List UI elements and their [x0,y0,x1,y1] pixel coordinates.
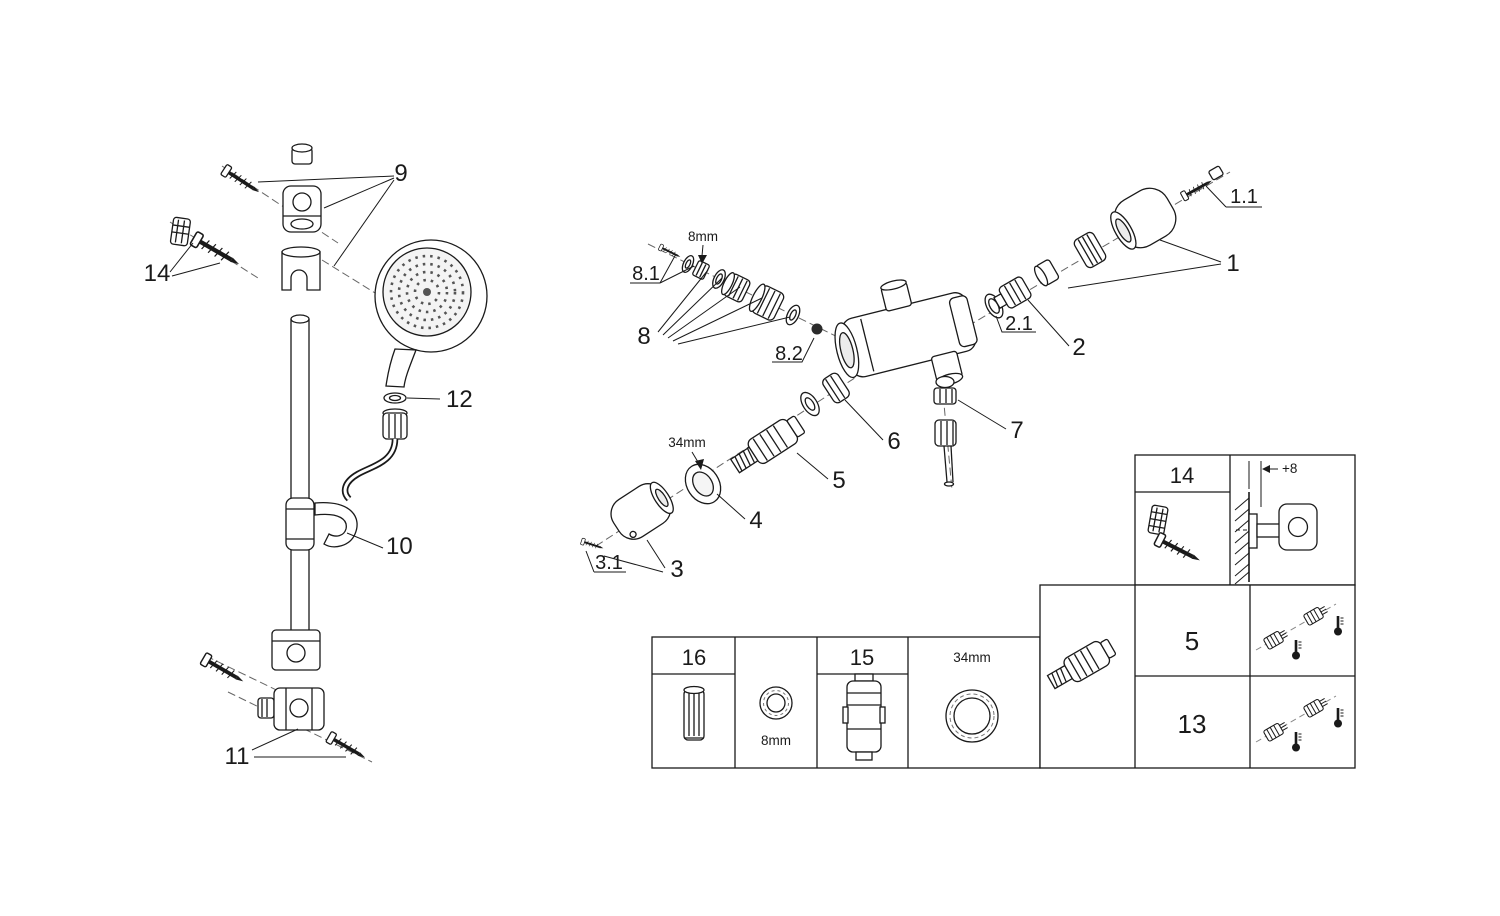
label-8-2: 8.2 [775,343,803,365]
box5-number: 5 [1185,626,1199,656]
detail-box-14: 14 [1134,454,1356,586]
rail-bracket-clamp [281,246,321,291]
bracket-mounted [1236,503,1318,551]
box14-offset: +8 [1282,461,1297,476]
label-1: 1 [1226,250,1239,277]
screw-icon [218,162,265,199]
label-2: 2 [1072,334,1085,361]
dowel-icon [683,685,705,741]
leader-lines-left [169,175,441,758]
rail-bracket-top [282,185,322,233]
detail-box-5-13: 5 13 [1039,584,1356,769]
label-34mm: 34mm [668,435,706,450]
screw-icon [323,729,370,765]
screw-cap-1-1 [1208,165,1224,181]
check-ball [811,323,823,335]
glide-holder [285,497,358,551]
label-3: 3 [670,556,683,583]
label-5: 5 [832,467,845,494]
hose-nipple [934,419,957,487]
box13-number: 13 [1178,709,1207,739]
cartridge-icon [842,673,886,761]
label-4: 4 [749,507,762,534]
screw-icon [190,231,243,270]
label-14: 14 [144,260,171,287]
offset-dimension [1248,461,1278,507]
union-ring-a [800,391,820,417]
axis-line [205,655,323,713]
knurled-nut-large [748,283,785,321]
axis-line [647,243,853,345]
wall-clamp-bottom [257,687,325,731]
nut-8mm-icon [759,686,793,720]
label-10: 10 [386,533,413,560]
leader-lines-right [585,185,1262,573]
cone-screw-3-1 [579,537,606,553]
label-2-1: 2.1 [1005,313,1033,335]
box16-size: 8mm [761,733,791,748]
box14-number: 14 [1170,463,1194,488]
label-8-1: 8.1 [632,263,660,285]
hose-nut [382,408,408,440]
nut-8mm [692,260,710,280]
washer-large [785,304,801,326]
axis-line [227,691,373,763]
thermostat-assembly: 8mm 8.1 8 8.2 1.1 1 2.1 2 6 7 5 34mm 4 3… [579,165,1262,583]
wall-plug-icon [169,216,191,247]
union-connector-icon [1046,638,1117,690]
hose-washer [383,392,407,404]
label-12: 12 [446,386,473,413]
label-8mm: 8mm [688,229,718,244]
knurled-nut-small [720,272,751,303]
knurled-ring [1073,231,1107,269]
chrome-ring-4 [684,463,722,505]
escutcheon-cover [1110,187,1177,250]
box15-number: 15 [850,645,874,670]
union-connector-5 [729,415,806,474]
screw-icon [198,650,249,689]
spacer-ring [1033,259,1060,287]
outlet-nut-7 [933,375,957,405]
label-6: 6 [887,428,900,455]
box16-number: 16 [682,645,706,670]
rail-bottom-bracket [271,629,321,671]
thermostat-body [834,279,978,386]
label-3-1: 3.1 [595,552,623,574]
axis-line [321,259,381,297]
rail-end-cap [291,143,313,165]
rail-assembly: 9 14 12 10 11 [144,143,488,770]
hand-shower [374,239,488,388]
shower-hose [341,438,399,502]
box15-size: 34mm [953,650,991,665]
cone-escutcheon-3 [610,481,674,540]
shower-rail [290,314,310,630]
cartridge-2 [993,276,1032,310]
label-1-1: 1.1 [1230,186,1258,208]
label-8: 8 [637,323,650,350]
ring-34mm-icon [945,689,999,743]
inlet-screw [657,242,683,261]
label-9: 9 [394,160,407,187]
detail-box-16-15: 16 15 8mm 34mm [651,636,1041,769]
union-ring-b [822,372,850,404]
washer-small [681,255,695,273]
label-11: 11 [225,743,250,770]
label-7: 7 [1010,417,1023,444]
wall-plug-icon [1147,504,1169,536]
